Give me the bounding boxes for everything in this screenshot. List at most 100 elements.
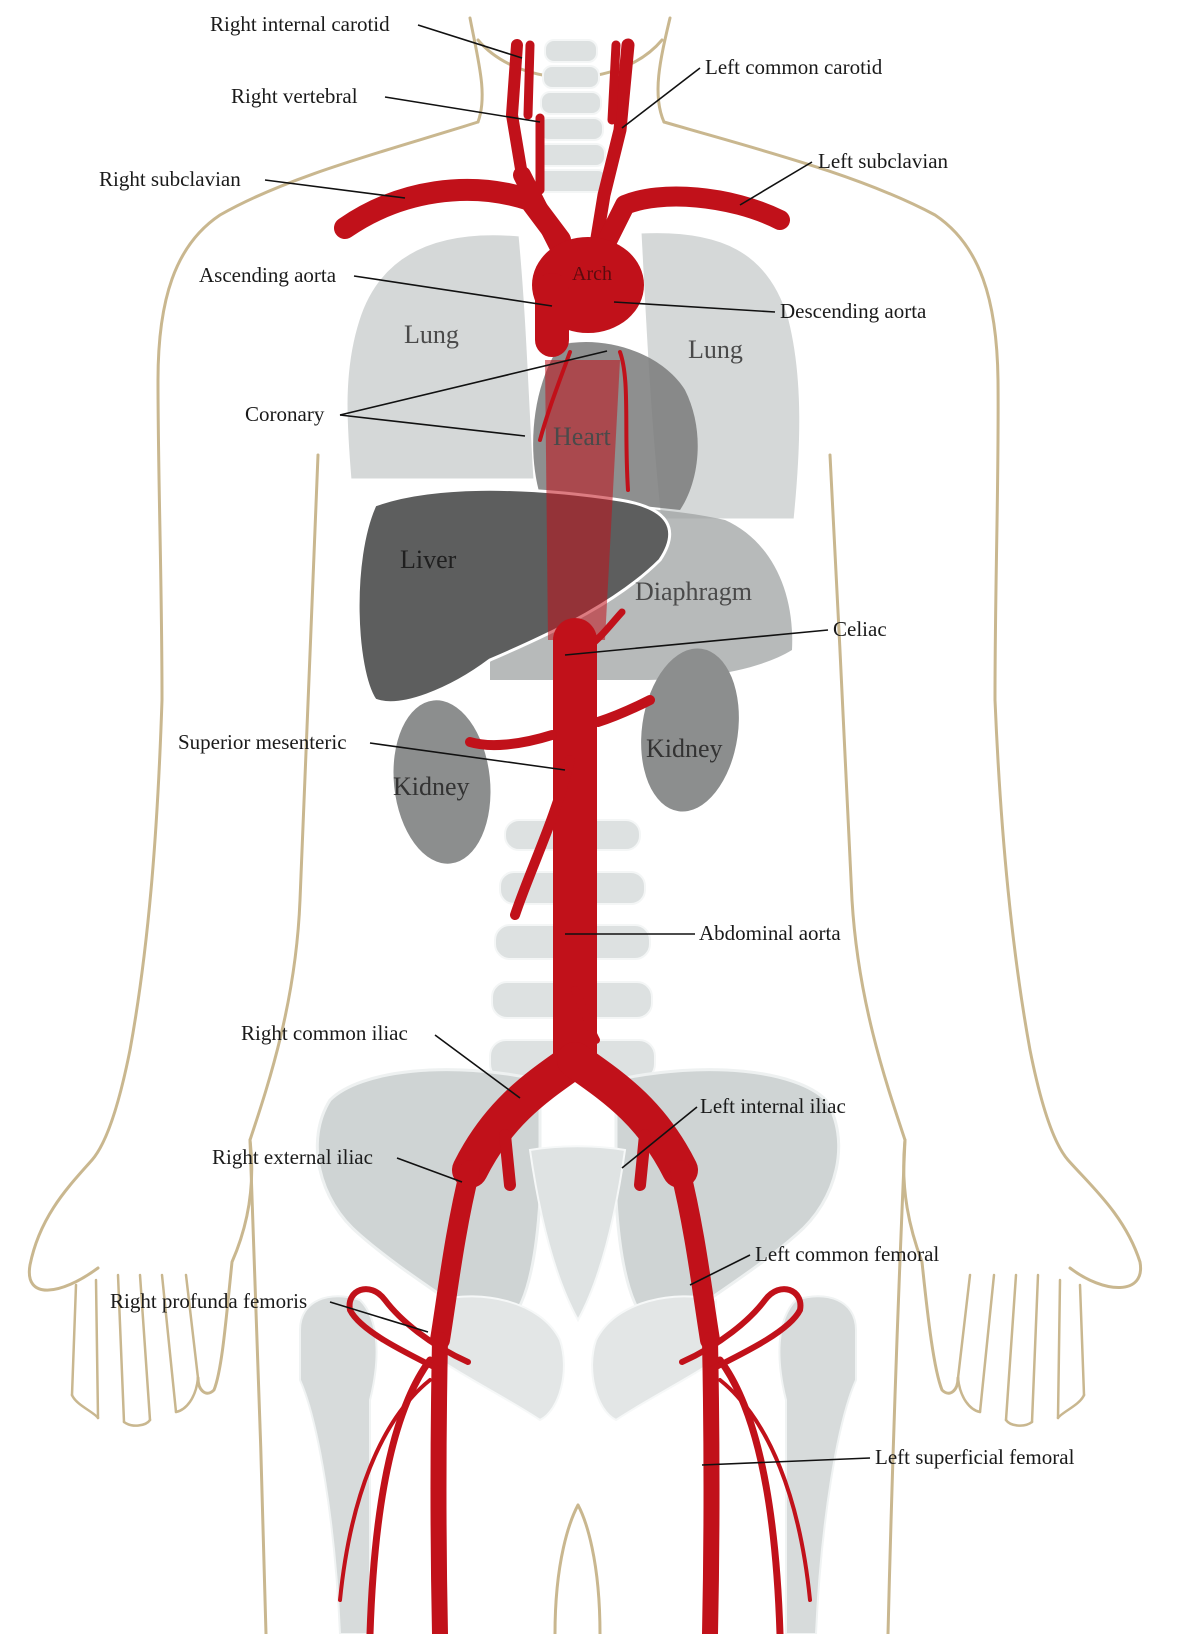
label-left-superficial-femoral: Left superficial femoral	[875, 1445, 1075, 1469]
left-kidney	[641, 648, 739, 812]
label-left-common-femoral: Left common femoral	[755, 1242, 939, 1266]
renal-artery-left	[593, 695, 655, 727]
renal-artery-right	[465, 730, 557, 751]
leader-ascending-aorta	[353, 275, 553, 307]
sacrum	[528, 1145, 627, 1323]
left-fingers	[70, 1273, 200, 1427]
left-external-iliac-artery	[670, 1160, 720, 1350]
pubic-arch	[439, 1295, 717, 1422]
label-right-common-iliac: Right common iliac	[241, 1021, 408, 1045]
label-coronary: Coronary	[245, 402, 325, 426]
leader-left-common-femoral	[689, 1254, 751, 1286]
left-hand-outline	[196, 1138, 254, 1395]
arch-label: Arch	[572, 263, 612, 285]
left-internal-carotid-artery	[607, 40, 621, 125]
label-left-internal-iliac: Left internal iliac	[700, 1094, 846, 1118]
label-right-profunda-femoris: Right profunda femoris	[110, 1289, 307, 1313]
right-external-iliac-artery	[430, 1160, 480, 1350]
left-subclavian-artery	[595, 186, 790, 255]
lung-left-label: Lung	[688, 335, 743, 364]
right-lung	[344, 232, 537, 482]
left-profunda-femoris-artery	[716, 1356, 784, 1634]
leader-left-internal-iliac	[621, 1106, 698, 1169]
neck-left-outline	[468, 16, 484, 124]
left-side-outline	[27, 120, 480, 1292]
superior-mesenteric-artery	[510, 755, 575, 920]
label-right-external-iliac: Right external iliac	[212, 1145, 373, 1169]
right-subclavian-artery	[334, 178, 571, 251]
arteries	[334, 38, 812, 1634]
right-femoral-artery	[430, 1332, 448, 1634]
vertebra	[540, 91, 602, 115]
thoracic-aorta	[545, 360, 620, 640]
label-left-common-carotid: Left common carotid	[705, 55, 883, 79]
coronary-artery-left	[618, 350, 630, 492]
vertebra	[534, 169, 608, 193]
leader-right-vertebral	[384, 96, 541, 123]
inferior-mesenteric-artery	[571, 986, 600, 1044]
leader-right-common-iliac	[434, 1034, 521, 1099]
left-hip-line	[248, 1138, 268, 1634]
leader-descending-aorta	[613, 301, 776, 313]
right-profunda-femoris-artery	[366, 1356, 434, 1634]
vertebra	[536, 143, 606, 167]
organ-labels: Lung Lung Arch Heart Liver Diaphragm Kid…	[393, 263, 752, 801]
label-descending-aorta: Descending aorta	[780, 299, 927, 323]
leader-lines	[264, 24, 871, 1466]
crotch-line	[553, 1503, 602, 1634]
left-thigh-branch	[718, 1378, 812, 1602]
label-abdominal-aorta: Abdominal aorta	[699, 921, 841, 945]
label-ascending-aorta: Ascending aorta	[199, 263, 337, 287]
right-internal-carotid-artery	[506, 39, 528, 181]
leader-left-superficial-femoral	[701, 1457, 871, 1466]
right-femur	[299, 1295, 378, 1634]
leader-right-external-iliac	[396, 1157, 463, 1183]
label-superior-mesenteric: Superior mesenteric	[178, 730, 347, 754]
leader-left-common-carotid	[621, 67, 701, 129]
leader-celiac	[564, 629, 829, 656]
lung-right-label: Lung	[404, 320, 459, 349]
right-hip-line	[886, 1138, 907, 1634]
left-inner-arm	[248, 453, 320, 1142]
body-outline	[27, 16, 1142, 1634]
right-fingers	[956, 1273, 1086, 1427]
callout-labels: Right internal carotid Left common carot…	[99, 12, 1075, 1469]
vertebra	[538, 117, 604, 141]
kidney-left-label: Kidney	[646, 734, 723, 763]
leader-right-subclavian	[264, 179, 406, 199]
label-right-internal-carotid: Right internal carotid	[210, 12, 390, 36]
left-common-carotid-artery	[588, 38, 635, 257]
label-right-subclavian: Right subclavian	[99, 167, 241, 191]
leader-left-subclavian	[739, 161, 813, 206]
celiac-artery	[574, 608, 626, 659]
left-femur	[778, 1295, 857, 1634]
leader-coronary-lower	[339, 414, 526, 437]
label-left-subclavian: Left subclavian	[818, 149, 949, 173]
right-hand-outline	[902, 1138, 960, 1395]
left-internal-iliac-artery	[634, 1129, 651, 1191]
leader-right-internal-carotid	[417, 24, 523, 59]
label-right-vertebral: Right vertebral	[231, 84, 358, 108]
right-inner-arm	[828, 453, 907, 1142]
leader-superior-mesenteric	[369, 742, 566, 771]
left-femoral-artery	[702, 1332, 720, 1634]
left-circumflex-loop	[679, 1286, 804, 1373]
right-external-carotid-artery	[523, 40, 535, 120]
right-thigh-branch	[338, 1378, 432, 1602]
diaphragm-label: Diaphragm	[635, 577, 752, 606]
label-celiac: Celiac	[833, 617, 887, 641]
vertebra	[544, 39, 598, 63]
vertebra	[542, 65, 600, 89]
right-internal-iliac-artery	[499, 1129, 516, 1191]
heart-label: Heart	[553, 422, 612, 451]
neck-right-outline	[656, 16, 672, 124]
leader-coronary-upper	[339, 350, 608, 416]
liver-label: Liver	[400, 545, 457, 574]
right-side-outline	[662, 120, 1142, 1289]
left-common-iliac-artery	[557, 1042, 698, 1188]
kidney-right-label: Kidney	[393, 772, 470, 801]
right-circumflex-loop	[346, 1286, 471, 1373]
brachiocephalic-trunk	[513, 166, 569, 259]
leader-right-profunda-femoris	[329, 1301, 429, 1333]
